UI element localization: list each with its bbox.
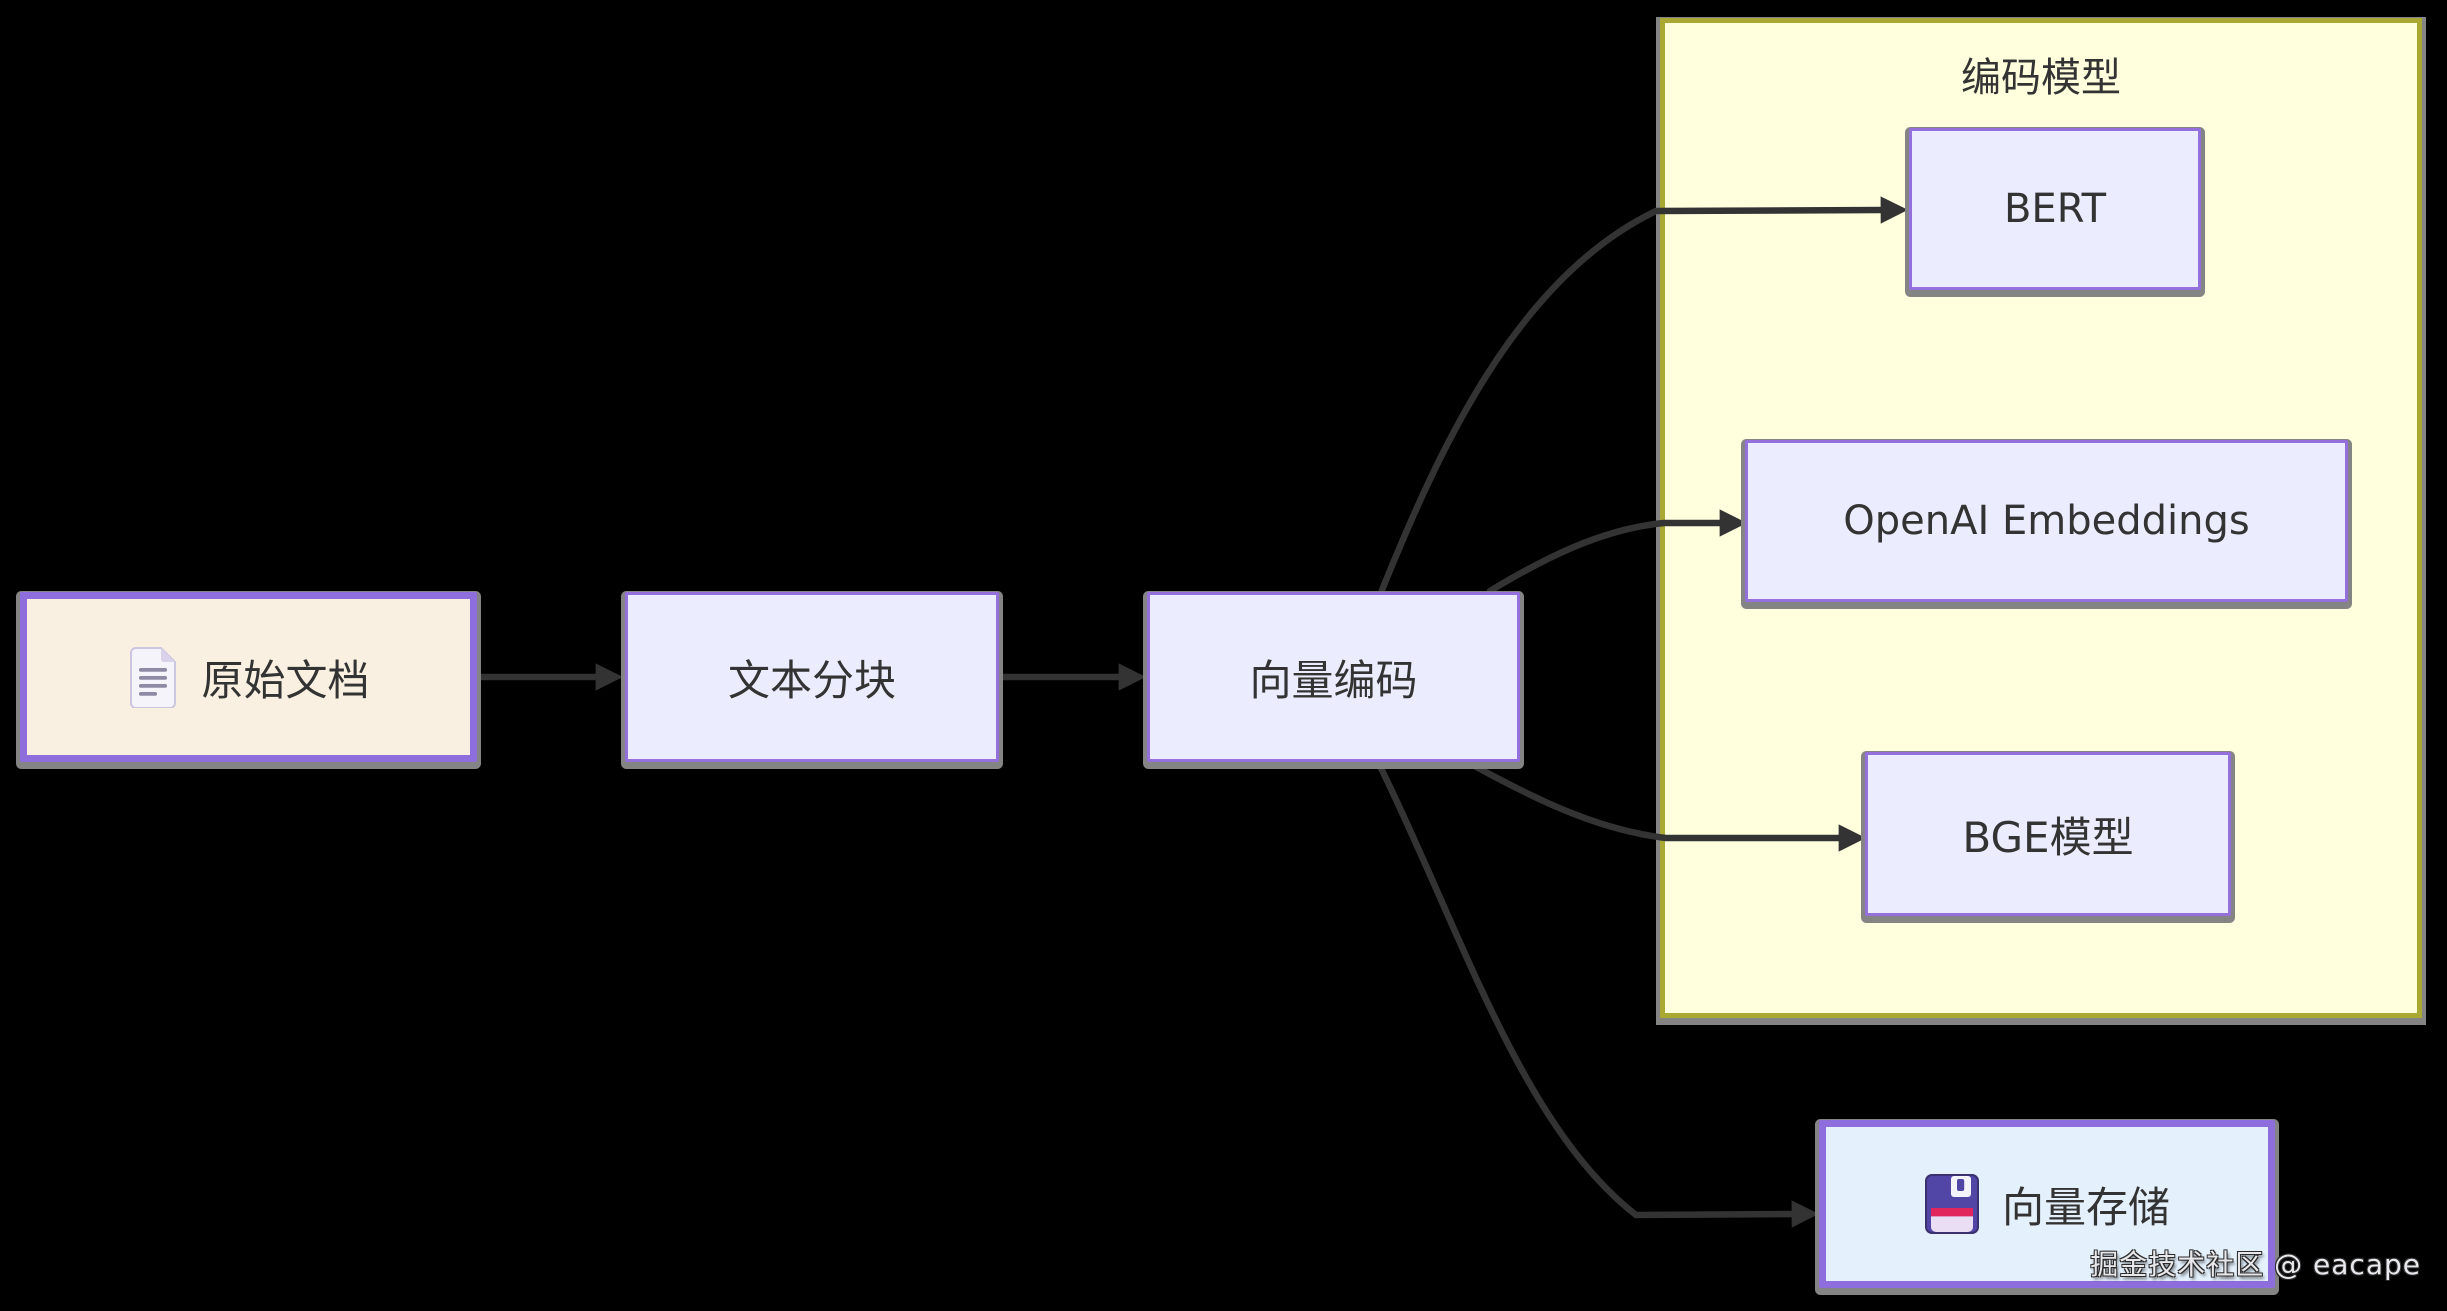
- node-label-bge-model: BGE模型: [1962, 812, 2134, 862]
- node-label-vector-encoding: 向量编码: [1249, 655, 1418, 705]
- container-title: 编码模型: [1961, 55, 2121, 101]
- node-label-bert: BERT: [2003, 186, 2107, 232]
- node-bge-model: BGE模型: [1865, 752, 2231, 916]
- node-label-text-chunking: 文本分块: [727, 655, 896, 705]
- node-openai-embeddings: OpenAI Embeddings: [1745, 440, 2348, 602]
- document-icon: [130, 647, 177, 708]
- node-label-vector-storage: 向量存储: [2001, 1182, 2170, 1232]
- node-bert: BERT: [1909, 128, 2201, 290]
- node-label-original-document: 原始文档: [201, 655, 370, 705]
- node-text-chunking: 文本分块: [625, 592, 999, 762]
- node-vector-storage: 向量存储: [1819, 1120, 2275, 1288]
- watermark-text: 掘金技术社区 @ eacape: [2090, 1248, 2421, 1281]
- node-original-document: 原始文档: [20, 592, 477, 762]
- floppy-disk-icon: [1924, 1174, 1979, 1234]
- node-label-openai-embeddings: OpenAI Embeddings: [1843, 498, 2250, 544]
- node-vector-encoding: 向量编码: [1147, 592, 1520, 762]
